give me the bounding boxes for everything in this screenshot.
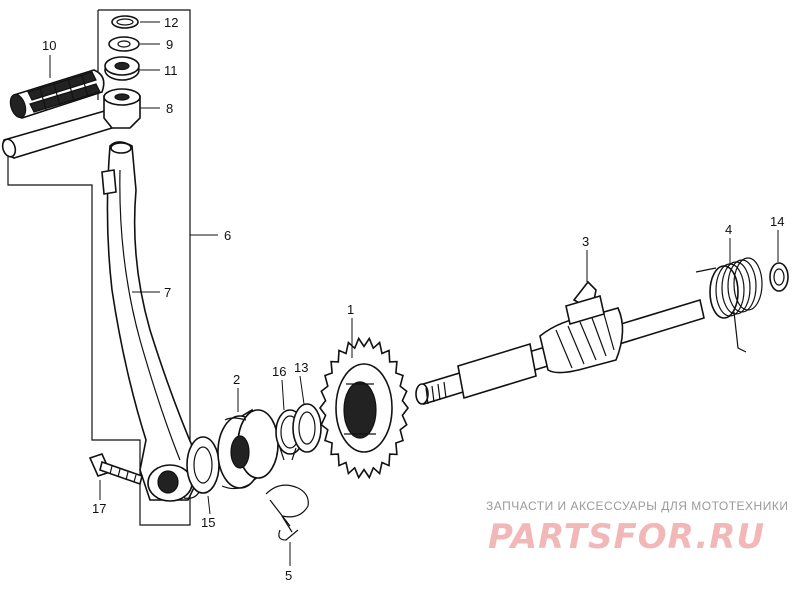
callout-10: 10 xyxy=(42,38,56,53)
part-3-spindle xyxy=(415,280,705,406)
part-15-dust-seal xyxy=(186,436,220,494)
callout-9: 9 xyxy=(166,37,173,52)
part-10-rubber-grip xyxy=(9,69,105,119)
watermark: ЗАПЧАСТИ И АКСЕССУАРЫ ДЛЯ МОТОТЕХНИКИ PA… xyxy=(486,499,788,557)
callout-6: 6 xyxy=(224,228,231,243)
watermark-brand: PARTSFOR.RU xyxy=(488,517,765,557)
callout-17: 17 xyxy=(92,501,106,516)
callout-4: 4 xyxy=(725,222,732,237)
callout-13: 13 xyxy=(294,360,308,375)
part-13-washer xyxy=(292,403,322,453)
callout-12: 12 xyxy=(164,15,178,30)
callout-8: 8 xyxy=(166,101,173,116)
part-5-wire-clip xyxy=(265,484,309,541)
part-11-spring-washer xyxy=(104,56,140,81)
part-1-gear xyxy=(318,336,410,480)
watermark-tagline: ЗАПЧАСТИ И АКСЕССУАРЫ ДЛЯ МОТОТЕХНИКИ xyxy=(486,499,788,513)
callout-numbers: 12 9 11 8 10 6 7 3 4 14 1 2 16 13 15 17 … xyxy=(42,15,784,583)
callout-15: 15 xyxy=(201,515,215,530)
part-12-circlip xyxy=(111,15,139,29)
part-17-bolt xyxy=(88,453,143,486)
callout-14: 14 xyxy=(770,214,784,229)
part-14-washer xyxy=(769,262,789,292)
callout-2: 2 xyxy=(233,372,240,387)
leader-lines xyxy=(49,21,779,566)
callout-3: 3 xyxy=(582,234,589,249)
part-7-kick-lever xyxy=(101,141,201,502)
callout-11: 11 xyxy=(164,63,178,78)
callout-16: 16 xyxy=(272,364,286,379)
part-9-washer xyxy=(108,36,140,52)
part-8-pedal-arm xyxy=(1,88,141,159)
callout-7: 7 xyxy=(164,285,171,300)
callout-1: 1 xyxy=(347,302,354,317)
callout-5: 5 xyxy=(285,568,292,583)
part-2-collar xyxy=(217,408,279,490)
part-4-return-spring xyxy=(695,257,763,353)
